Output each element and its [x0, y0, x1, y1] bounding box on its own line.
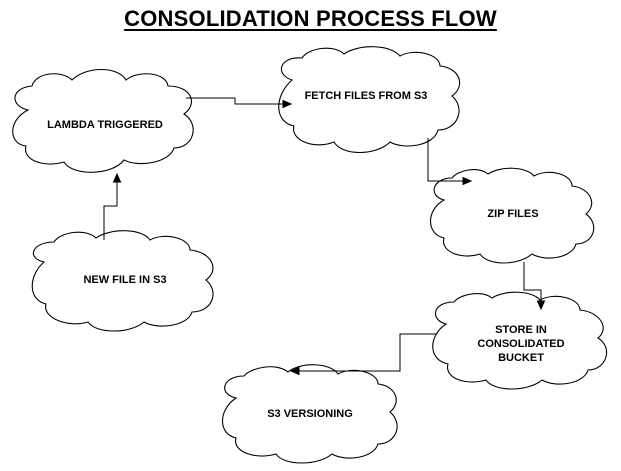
edge-store-to-versioning-arrowhead	[289, 366, 300, 376]
edge-fetch-to-zip	[427, 138, 465, 182]
node-new-file-label: NEW FILE IN S3	[83, 274, 167, 286]
edge-lambda-to-fetch	[186, 97, 284, 105]
diagram-title: CONSOLIDATION PROCESS FLOW	[124, 6, 497, 31]
node-fetch-shape	[278, 46, 461, 153]
node-store-shape	[432, 291, 608, 390]
node-zip-shape	[429, 167, 595, 264]
edge-zip-to-store-arrowhead	[536, 300, 546, 311]
node-fetch-label: FETCH FILES FROM S3	[304, 90, 428, 102]
edge-new-file-to-lambda-arrowhead	[112, 172, 122, 183]
node-versioning-shape	[222, 364, 398, 464]
node-store-label: STORE IN CONSOLIDATED BUCKET	[477, 324, 565, 364]
node-versioning-label: S3 VERSIONING	[267, 408, 353, 420]
node-lambda-shape	[12, 69, 194, 173]
node-new-file-shape	[31, 230, 214, 332]
edge-lambda-to-fetch-arrowhead	[282, 99, 293, 109]
edge-new-file-to-lambda	[103, 180, 118, 240]
edge-fetch-to-zip-arrowhead	[462, 176, 473, 186]
edge-store-to-versioning	[298, 333, 436, 372]
edge-zip-to-store	[523, 262, 542, 302]
node-zip-label: ZIP FILES	[487, 208, 539, 220]
node-lambda-label: LAMBDA TRIGGERED	[47, 119, 163, 131]
